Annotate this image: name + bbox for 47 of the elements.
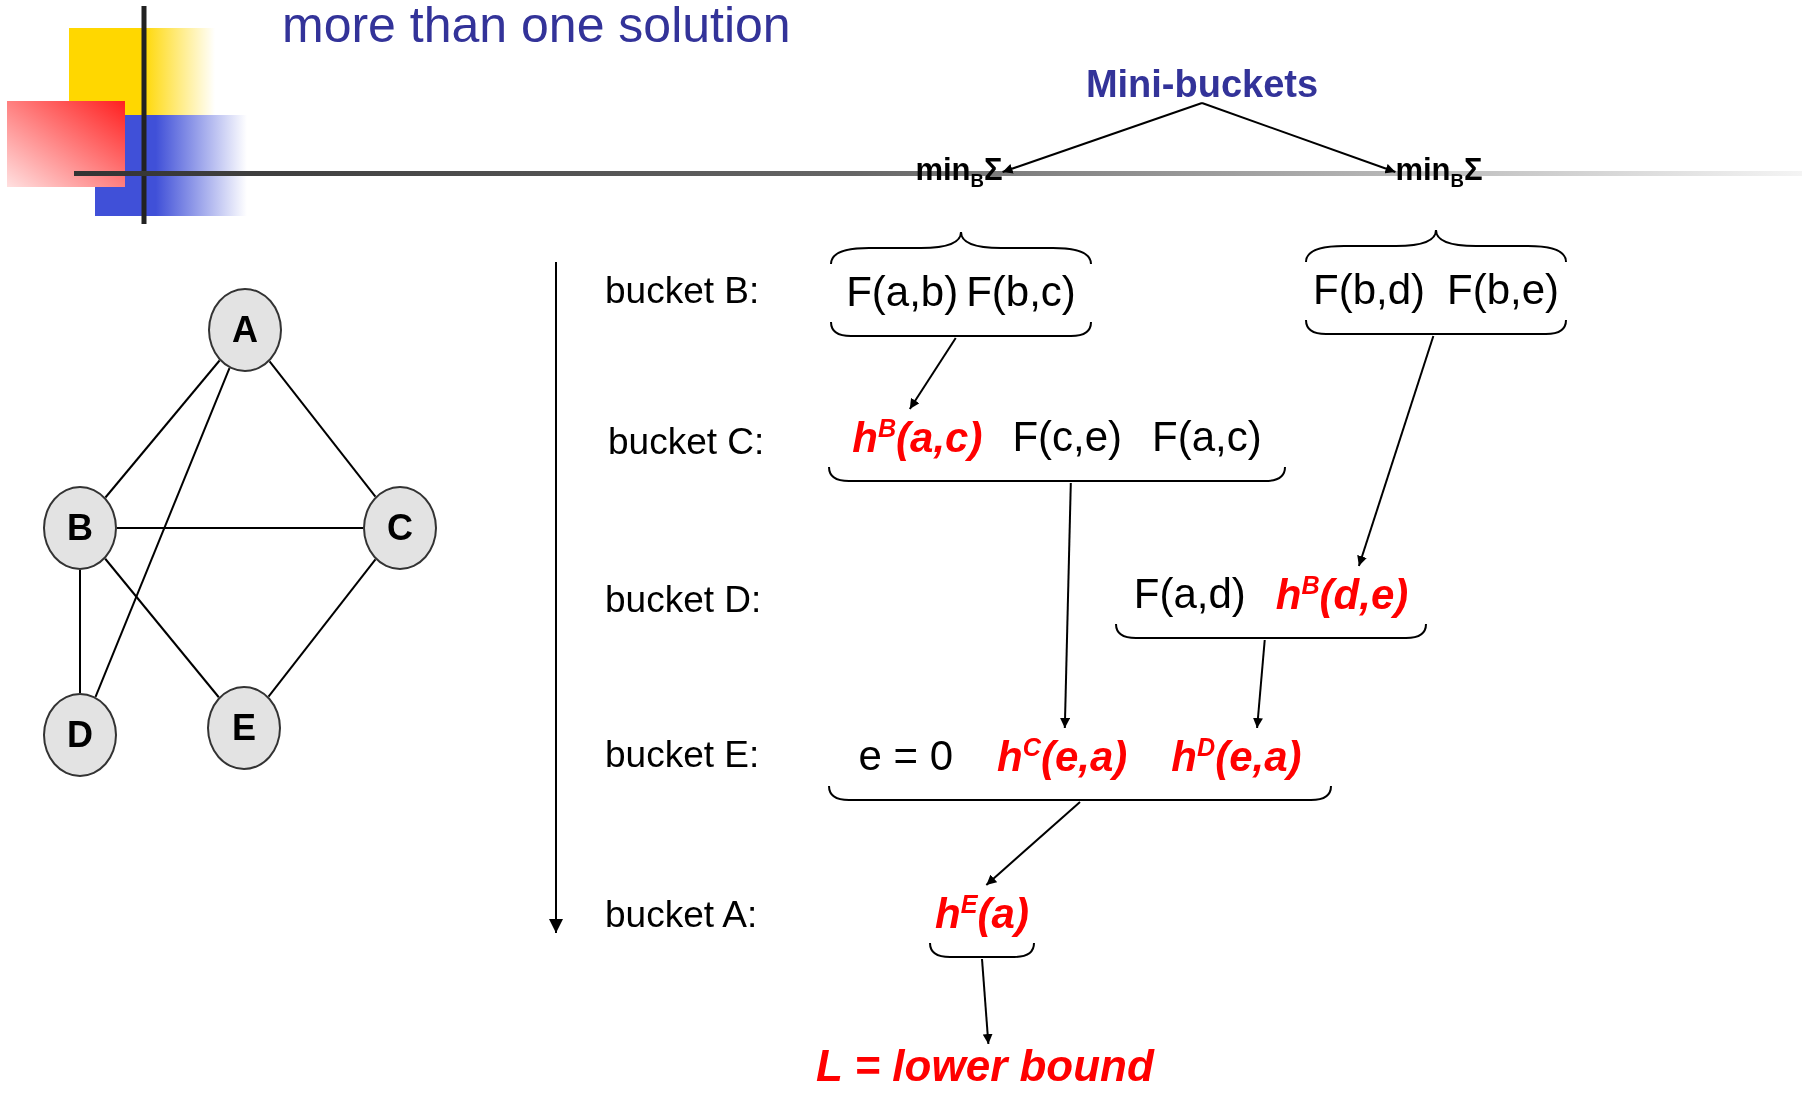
arrow [985, 801, 1081, 886]
graph-edge-line [94, 367, 231, 698]
function-term: h$^{B}$(a,c) [852, 415, 983, 459]
node-label: E [232, 707, 256, 749]
graph-edge-line [268, 360, 377, 498]
result-label: L = lower bound [816, 1044, 1154, 1088]
factor-term: e = 0 [858, 735, 954, 777]
factor-term: F(b,c) [966, 271, 1076, 313]
node-label: C [387, 507, 413, 549]
function-term: h$^{D}$(e,a) [1171, 734, 1302, 778]
slide-title: more than one solution [282, 0, 791, 53]
operator-label: min$_{B}$Σ [915, 153, 1003, 191]
factor-term: F(a,c) [1152, 416, 1262, 458]
node-label: D [67, 714, 93, 756]
function-term: h$^{E}$(a) [935, 891, 1029, 935]
graph-node-circle [43, 486, 117, 570]
operator-label: min$_{B}$Σ [1395, 153, 1483, 191]
arrow [1001, 102, 1203, 174]
graph-edge-line [104, 359, 221, 499]
arrow [1201, 102, 1397, 174]
graph-edge-line [267, 558, 377, 698]
arrow [1357, 335, 1435, 567]
row-label: bucket B: [605, 272, 760, 309]
factor-term: F(a,d) [1133, 573, 1246, 615]
bucket-group [1304, 228, 1568, 336]
arrow [1253, 639, 1266, 729]
arrow [981, 958, 993, 1045]
node-label: A [232, 309, 258, 351]
function-term: h$^{B}$(d,e) [1275, 572, 1409, 616]
graph-node-circle [363, 486, 437, 570]
node-label: B [67, 507, 93, 549]
arrow [1060, 482, 1072, 729]
graph-edge-line [104, 557, 220, 699]
graph-edge-line [79, 569, 81, 694]
row-label: bucket D: [605, 581, 762, 618]
row-label: bucket E: [605, 736, 760, 773]
graph-edge-line [116, 527, 364, 529]
bucket-group [829, 230, 1093, 338]
function-term: h$^{C}$(e,a) [997, 734, 1128, 778]
group-heading: Mini-buckets [1085, 65, 1319, 103]
factor-term: F(b,e) [1447, 269, 1559, 311]
factor-term: F(a,b) [846, 271, 959, 313]
factor-term: F(b,d) [1313, 269, 1425, 311]
arrow [908, 337, 957, 410]
row-label: bucket C: [608, 423, 765, 460]
factor-term: F(c,e) [1012, 416, 1123, 458]
row-label: bucket A: [605, 896, 758, 933]
